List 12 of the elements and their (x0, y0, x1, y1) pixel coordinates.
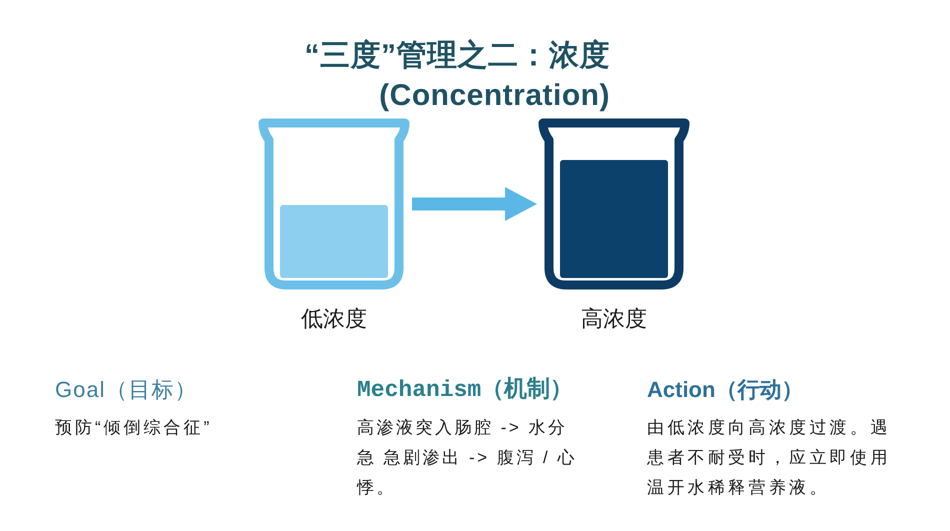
body-text: 由低浓度向高浓度过渡。遇患者不耐受时，应立即使用温开水稀释营养液。 (647, 417, 892, 499)
arrow (412, 187, 537, 221)
beaker-drawing (258, 118, 410, 290)
beaker-caption: 低浓度 (300, 305, 368, 333)
beaker-caption: 高浓度 (580, 305, 648, 333)
section-heading: Mechanism（机制） (357, 376, 574, 404)
section-heading: Action（行动） (647, 376, 804, 404)
title: “三度”管理之二：浓度 (Concentration) (304, 38, 610, 114)
section-heading: Goal（目标） (55, 376, 198, 404)
beaker-drawing (538, 118, 690, 290)
body-text: 预防“倾倒综合征” (55, 417, 214, 439)
body-text: 高渗液突入肠腔 -> 水分急 急剧渗出 -> 腹泻 / 心悸。 (357, 417, 578, 499)
